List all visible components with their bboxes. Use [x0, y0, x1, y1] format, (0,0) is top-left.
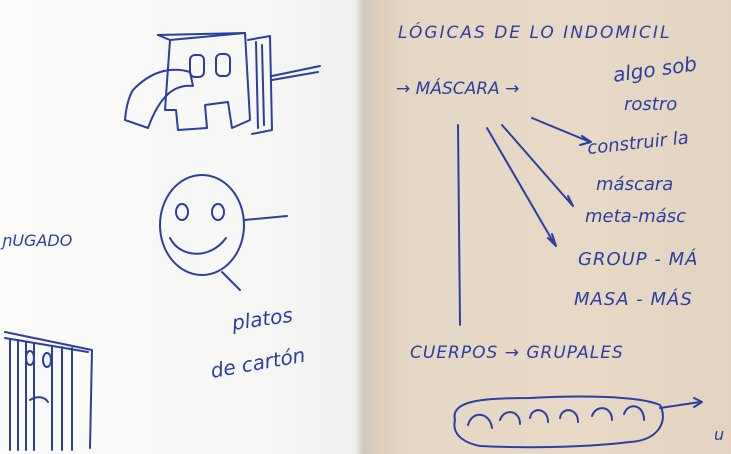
mask-sketch — [124, 32, 321, 135]
branch-masa: MASA - MÁS — [574, 288, 693, 310]
branch-group: GROUP - MÁ — [578, 248, 698, 270]
definition-line1: algo sob — [611, 51, 698, 87]
heading-logicas: LÓGICAS DE LO INDOMICIL — [398, 21, 671, 43]
notebook-gutter — [356, 0, 374, 454]
left-margin-word: ɲUGADO — [0, 231, 72, 250]
definition-line2: rostro — [624, 94, 677, 115]
diagram-lines — [453, 117, 703, 449]
branch-mascara: máscara — [596, 174, 673, 195]
right-page — [366, 0, 731, 454]
row-cuerpos: CUERPOS → GRUPALES — [410, 343, 624, 363]
branch-construir: construir la — [586, 127, 689, 159]
row-mascara: → MÁSCARA → — [396, 77, 519, 99]
caption-de-carton: de cartón — [209, 343, 307, 383]
smiley-plate-sketch — [159, 174, 288, 291]
tail-fragment: u — [714, 425, 724, 444]
box-figure-sketch — [4, 331, 93, 451]
branch-meta: meta-másc — [585, 206, 686, 227]
caption-platos: platos — [229, 303, 294, 335]
